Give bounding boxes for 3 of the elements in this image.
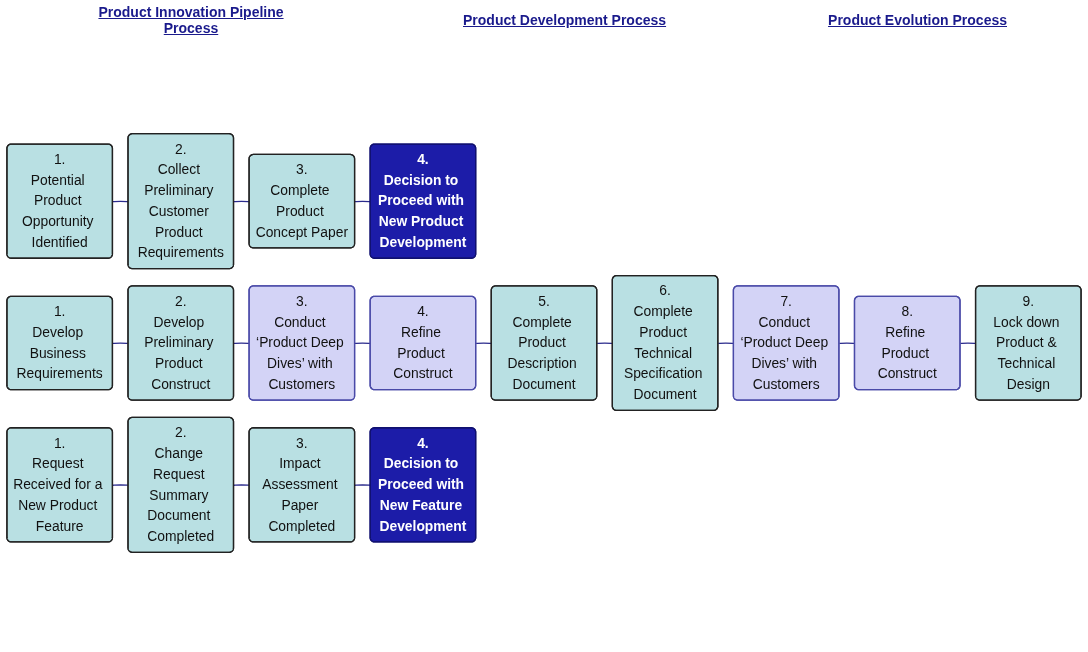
column-heading: Product Evolution Process xyxy=(828,12,1007,28)
column-heading: Product Development Process xyxy=(463,12,667,28)
column-heading: Product Innovation Pipeline Process xyxy=(97,4,285,36)
